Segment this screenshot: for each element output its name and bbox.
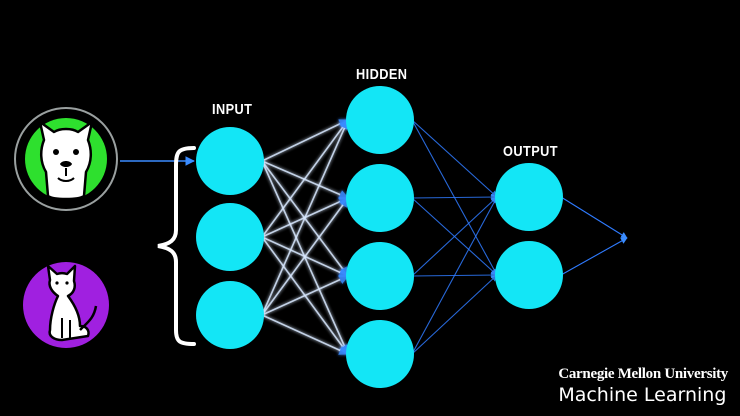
dog-icon (14, 107, 118, 211)
edge-l0-1-0 (261, 119, 349, 238)
input-node-3 (196, 281, 264, 349)
edge-l0-2-0 (261, 119, 349, 316)
edge-l1-0-0 (411, 119, 498, 198)
cmu-ml-branding: Carnegie Mellon University Machine Learn… (558, 366, 728, 406)
output-edge-1 (560, 237, 628, 276)
network-nodes (196, 86, 563, 388)
edge-l0-2-2 (261, 275, 349, 316)
hidden-node-3 (346, 242, 414, 310)
output-edge-0 (560, 196, 628, 239)
input-node-1 (196, 127, 264, 195)
input-layer-label: INPUT (212, 101, 253, 118)
university-name: Carnegie Mellon University (558, 366, 728, 382)
output-node-1 (495, 163, 563, 231)
edge-l1-1-0 (411, 193, 498, 201)
edge-l1-3-0 (411, 196, 498, 355)
input-brace (157, 146, 196, 346)
hidden-node-2 (346, 164, 414, 232)
edge-l0-0-0 (261, 119, 349, 162)
edge-l1-3-1 (411, 274, 498, 355)
cat-icon (23, 262, 109, 348)
connection-edges (261, 119, 628, 355)
edge-l0-2-1 (261, 197, 349, 316)
hidden-node-4 (346, 320, 414, 388)
edge-l1-2-0 (411, 196, 498, 277)
hidden-layer-label: HIDDEN (356, 66, 408, 83)
output-layer-label: OUTPUT (503, 143, 558, 160)
edge-l0-2-3 (261, 314, 349, 355)
output-node-2 (495, 241, 563, 309)
program-name: Machine Learning (558, 384, 727, 406)
input-node-2 (196, 203, 264, 271)
hidden-node-1 (346, 86, 414, 154)
